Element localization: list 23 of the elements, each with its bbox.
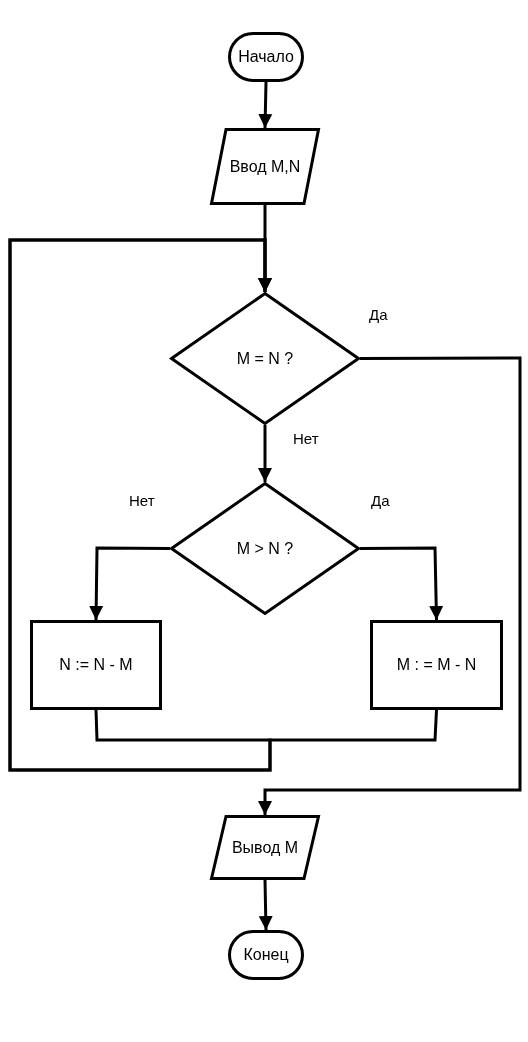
arrow [258, 356, 522, 815]
arrow [258, 81, 273, 129]
node-label: Вывод M [231, 838, 299, 857]
arrow [258, 425, 272, 482]
terminal-shape [228, 32, 304, 82]
node-label: Начало [238, 48, 294, 66]
node-label: Ввод M,N [229, 157, 301, 176]
arrow [8, 238, 438, 772]
process-box [30, 620, 162, 710]
arrow [360, 546, 444, 621]
node-label: M = N ? [236, 349, 294, 368]
node-label: M : = M - N [396, 656, 477, 674]
decision-diamond [170, 292, 360, 425]
input-output-parallelogram [210, 128, 320, 205]
node-label: M > N ? [236, 539, 294, 558]
decision-diamond [170, 482, 360, 615]
node-label: Конец [243, 946, 289, 964]
node-label: N := N - M [59, 656, 133, 674]
process-box [370, 620, 503, 710]
arrow [258, 879, 273, 931]
terminal-shape [228, 930, 304, 980]
arrow [89, 546, 170, 621]
input-output-parallelogram [210, 815, 320, 880]
